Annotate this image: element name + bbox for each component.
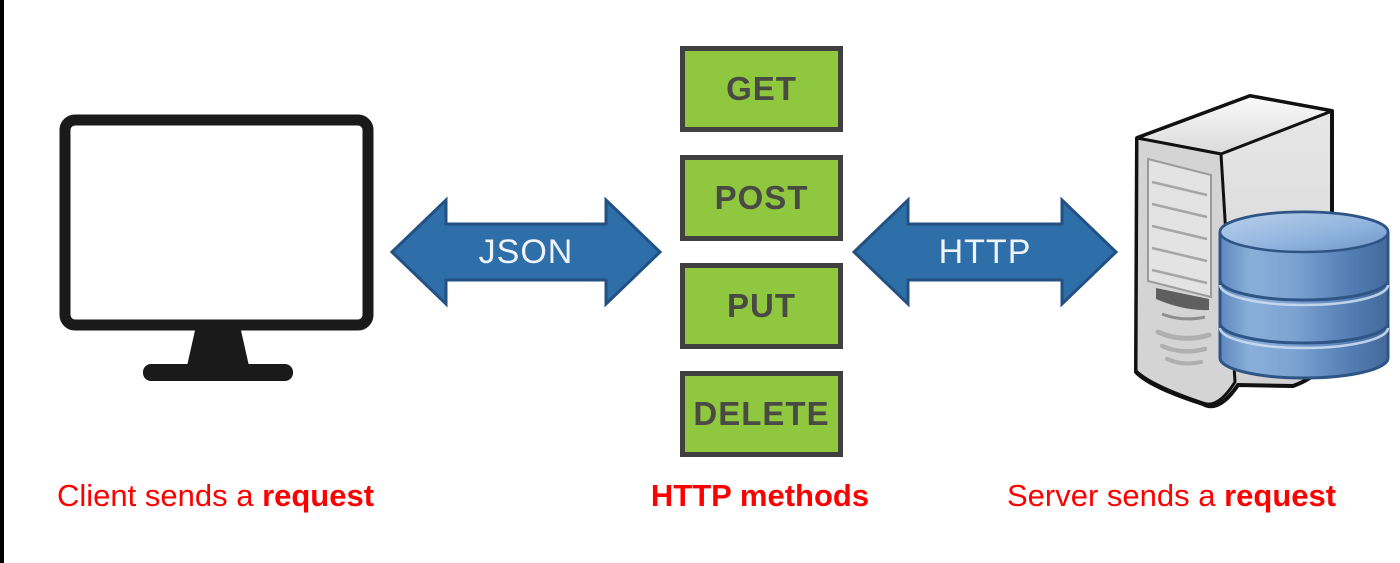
client-caption-normal: Client sends a	[57, 478, 263, 513]
left-edge-bar	[0, 0, 4, 563]
method-box-put: PUT	[680, 263, 843, 349]
server-caption: Server sends a request	[1007, 477, 1336, 515]
http-arrow-icon	[851, 196, 1119, 308]
server-caption-bold: request	[1224, 478, 1337, 513]
method-box-delete: DELETE	[680, 371, 843, 457]
monitor-icon	[59, 114, 374, 381]
client-caption-bold: request	[262, 478, 375, 513]
server-caption-normal: Server sends a	[1007, 478, 1225, 513]
http-methods-caption: HTTP methods	[650, 478, 870, 513]
client-caption: Client sends a request	[57, 477, 374, 515]
server-database-icon	[1134, 94, 1390, 409]
method-box-get: GET	[680, 46, 843, 132]
method-box-post: POST	[680, 155, 843, 241]
json-arrow-icon	[389, 196, 663, 308]
